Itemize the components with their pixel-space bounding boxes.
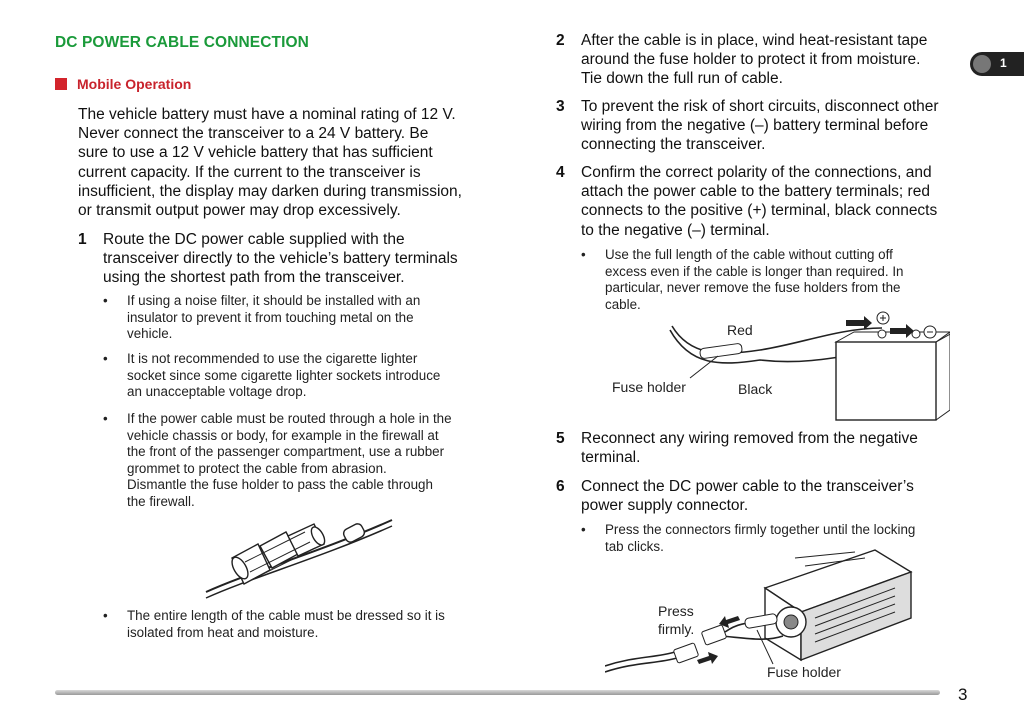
press-label: Press [658,603,694,619]
intro-paragraph: The vehicle battery must have a nominal … [78,105,518,220]
bullet-dot: • [581,522,586,537]
step-number: 4 [556,164,565,181]
bullet-line: If using a noise filter, it should be in… [127,293,421,308]
bullet-line: vehicle chassis or body, for example in … [127,427,439,443]
battery-connection-illustration [669,311,950,421]
bullet-line: the firewall. [127,493,195,509]
firmly-label: firmly. [658,621,695,637]
bullet-line: tab clicks. [605,538,664,554]
step-number: 5 [556,430,565,447]
step-line: Confirm the correct polarity of the conn… [581,164,932,181]
step-line: Connect the DC power cable to the transc… [581,478,914,495]
grommet-fuse-holder-illustration [205,519,393,599]
subheading-text: Mobile Operation [77,76,192,92]
bullet-line: Press the connectors firmly together unt… [605,522,916,537]
step-line: After the cable is in place, wind heat-r… [581,32,928,49]
step-line: Route the DC power cable supplied with t… [103,231,405,248]
bullet-line: the front of the passenger compartment, … [127,444,445,460]
bullet-line: particular, never remove the fuse holder… [605,280,901,296]
bullet-line: cable. [605,296,641,312]
bullet-dot: • [581,247,586,262]
chapter-number: 1 [1000,56,1007,70]
step-line: wiring from the negative (–) battery ter… [581,117,929,135]
step-line: attach the power cable to the battery te… [581,183,930,201]
page-number: 3 [958,685,968,704]
bullet-dot: • [103,411,108,426]
bullet-line: Use the full length of the cable without… [605,247,893,262]
bullet-line: grommet to protect the cable from abrasi… [127,460,387,476]
step-number: 3 [556,98,565,115]
step-number: 2 [556,32,565,49]
fuse-holder-label: Fuse holder [612,379,686,395]
step-line: To prevent the risk of short circuits, d… [581,98,939,115]
step-line: connecting the transceiver. [581,136,766,154]
subheading: Mobile Operation [55,76,191,92]
section-heading: DC POWER CABLE CONNECTION [55,34,309,51]
step-line: terminal. [581,449,641,467]
bullet-line: It is not recommended to use the cigaret… [127,351,418,366]
step-number: 6 [556,478,565,495]
chapter-tab-shape [970,52,1024,76]
bullet-line: The entire length of the cable must be d… [127,608,445,623]
intro-line: current capacity. If the current to the … [78,163,421,181]
bullet-line: If the power cable must be routed throug… [127,411,452,426]
bullet-line: Dismantle the fuse holder to pass the ca… [127,477,433,493]
footer-rule [55,690,940,695]
fuse-holder-label-2: Fuse holder [767,664,841,680]
red-cable-label: Red [727,322,753,338]
bullet-dot: • [103,293,108,308]
step-line: around the fuse holder to protect it fro… [581,51,921,69]
step-line: Tie down the full run of cable. [581,70,783,88]
intro-line: insufficient, the display may darken dur… [78,182,462,200]
intro-line: or transmit output power may drop excess… [78,202,401,220]
bullet-dot: • [103,351,108,366]
step-line: using the shortest path from the transce… [103,269,405,287]
step-line: to the negative (–) terminal. [581,221,770,239]
intro-line: sure to use a 12 V vehicle battery that … [78,144,433,162]
intro-line: Never connect the transceiver to a 24 V … [78,125,429,143]
transceiver-connector-illustration [605,549,913,673]
bullet-line: vehicle. [127,326,173,342]
bullet-line: an unacceptable voltage drop. [127,384,307,400]
step-number: 1 [78,231,87,248]
black-cable-label: Black [738,381,773,397]
step-line: Reconnect any wiring removed from the ne… [581,430,918,447]
step-line: power supply connector. [581,497,749,515]
bullet-line: excess even if the cable is longer than … [605,263,904,279]
red-square-icon [55,78,67,90]
bullet-line: isolated from heat and moisture. [127,624,319,640]
chapter-tab: 1 [970,52,1024,76]
bullet-line: socket since some cigarette lighter sock… [127,367,441,383]
step-line: connects to the positive (+) terminal, b… [581,202,938,220]
bullet-dot: • [103,608,108,623]
bullet-line: insulator to prevent it from touching me… [127,309,414,325]
step-line: transceiver directly to the vehicle’s ba… [103,250,458,268]
intro-line: The vehicle battery must have a nominal … [78,106,456,123]
